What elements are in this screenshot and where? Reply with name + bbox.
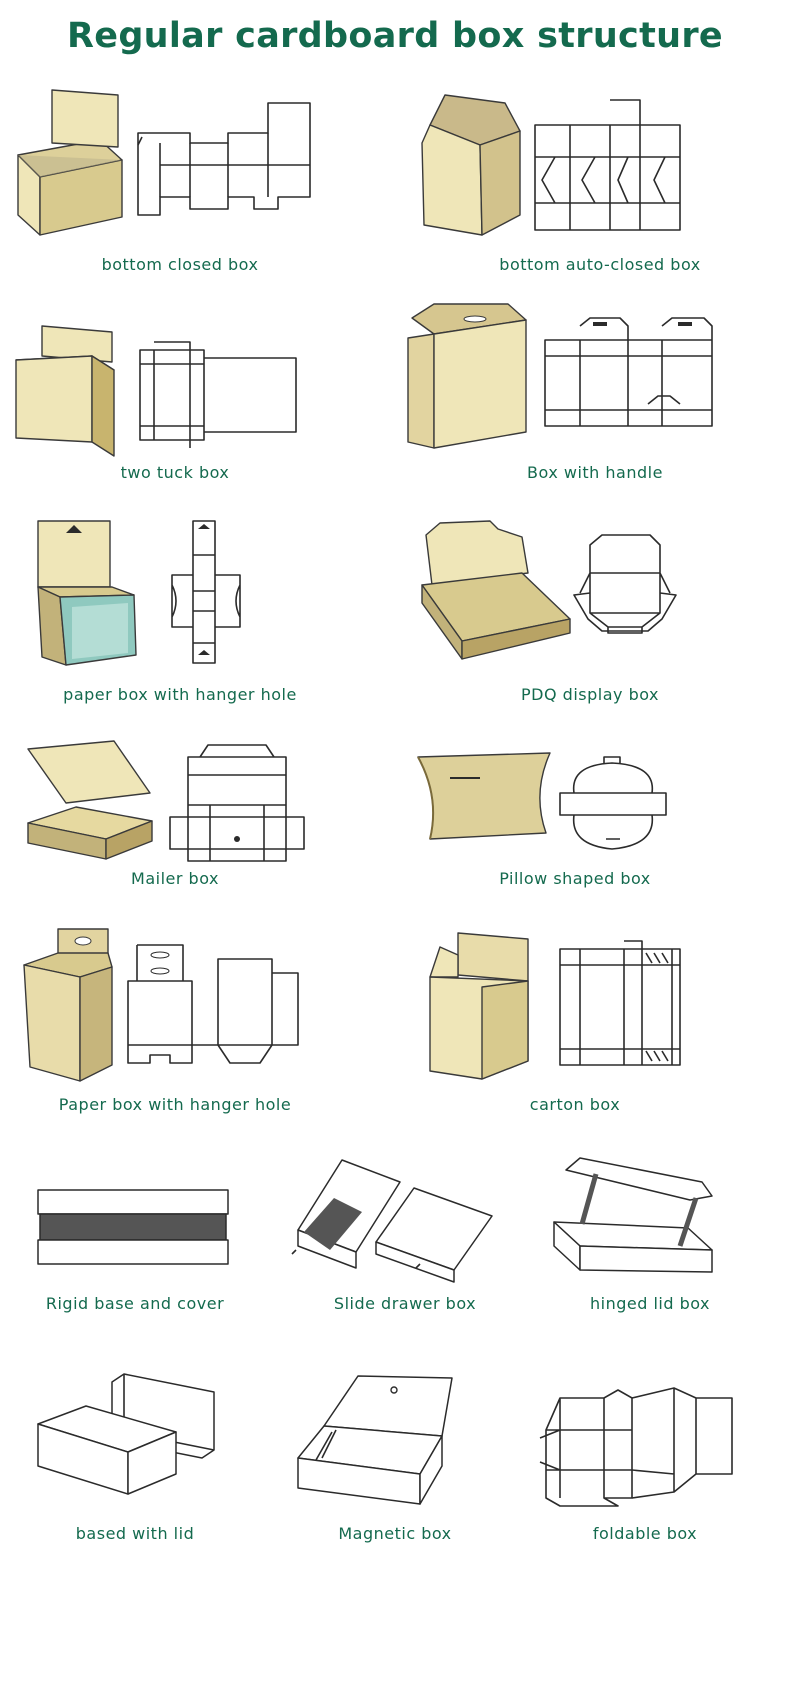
box-label: bottom auto-closed box [499, 255, 701, 274]
box-label: Paper box with hanger hole [58, 1095, 292, 1114]
box-label: Magnetic box [338, 1524, 452, 1543]
box-label: Pillow shaped box [499, 869, 651, 888]
slide-drawer-box-illustration [291, 1159, 493, 1283]
box-with-handle-illustration [407, 303, 713, 449]
box-label: foldable box [592, 1524, 698, 1543]
paper-hanger-box-2-illustration [23, 928, 299, 1082]
two-tuck-box-illustration [15, 325, 297, 457]
bottom-auto-closed-box-illustration [421, 94, 681, 236]
box-hinged-lid: hinged lid box [540, 1150, 760, 1330]
box-label: Rigid base and cover [45, 1294, 225, 1313]
box-label: based with lid [75, 1524, 195, 1543]
pillow-box-illustration [417, 752, 667, 850]
box-magnetic: Magnetic box [270, 1370, 520, 1560]
page-title: Regular cardboard box structure [67, 16, 723, 56]
box-label: Box with handle [527, 463, 663, 482]
box-bottom-closed: bottom closed box [10, 85, 350, 295]
box-label: paper box with hanger hole [63, 685, 297, 704]
base-with-lid-illustration [37, 1373, 215, 1495]
box-label: PDQ display box [521, 685, 659, 704]
box-label: Mailer box [131, 869, 219, 888]
box-paper-hanger-hole-2: Paper box with hanger hole [10, 925, 340, 1125]
box-paper-hanger-hole: paper box with hanger hole [10, 515, 350, 710]
bottom-closed-box-illustration [17, 89, 311, 236]
box-with-handle: Box with handle [400, 300, 790, 500]
box-mailer: Mailer box [10, 735, 340, 900]
box-slide-drawer: Slide drawer box [270, 1150, 540, 1330]
rigid-box-illustration [37, 1189, 229, 1265]
box-label: two tuck box [120, 463, 230, 482]
mailer-box-illustration [27, 740, 305, 862]
box-pillow-shaped: Pillow shaped box [410, 735, 740, 900]
box-label: carton box [529, 1095, 621, 1114]
box-two-tuck: two tuck box [10, 320, 340, 500]
box-bottom-auto-closed: bottom auto-closed box [410, 85, 790, 295]
pdq-display-box-illustration [421, 520, 677, 660]
carton-box-illustration [429, 932, 681, 1080]
box-carton: carton box [410, 925, 740, 1125]
box-pdq-display: PDQ display box [410, 515, 770, 710]
paper-hanger-box-illustration [37, 520, 241, 666]
foldable-box-illustration [539, 1387, 733, 1507]
hinged-lid-box-illustration [553, 1157, 713, 1273]
box-label: hinged lid box [589, 1294, 711, 1313]
magnetic-box-illustration [297, 1375, 453, 1505]
box-label: Slide drawer box [333, 1294, 477, 1313]
box-label: bottom closed box [101, 255, 259, 274]
box-foldable: foldable box [520, 1370, 770, 1560]
box-base-with-lid: based with lid [20, 1370, 250, 1560]
box-rigid-base-cover: Rigid base and cover [20, 1150, 250, 1330]
